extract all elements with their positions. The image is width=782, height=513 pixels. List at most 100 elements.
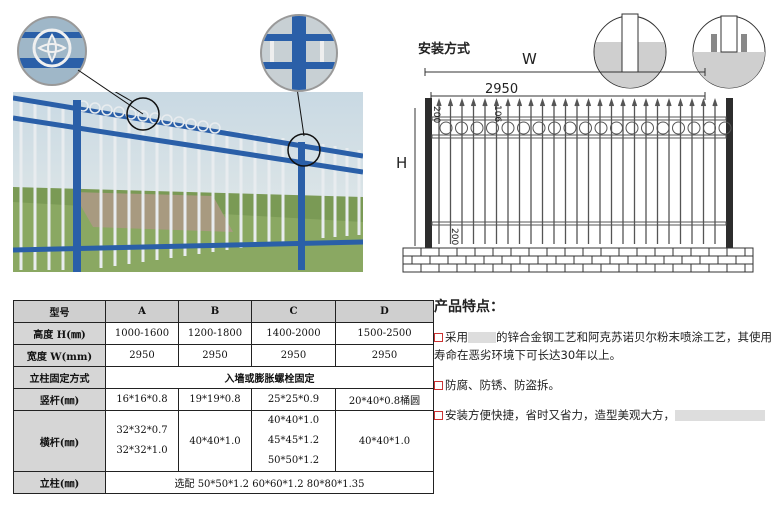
table-header-row: 型号 A B C D	[13, 300, 434, 323]
ring-ornament	[610, 121, 623, 135]
picket-tip	[631, 97, 638, 107]
brick	[438, 247, 458, 257]
brick	[510, 263, 530, 273]
picket-tip	[539, 97, 546, 107]
dim-2950: 2950	[485, 82, 519, 97]
brick	[429, 255, 449, 265]
picket-tip	[597, 97, 603, 107]
brick	[546, 247, 566, 257]
brick	[663, 255, 683, 265]
crossbar-a-line1: 32*32*0.7	[116, 425, 168, 436]
ring-ornament	[563, 121, 577, 135]
ring-ornament	[470, 121, 484, 135]
height-a: 1000-1600	[105, 322, 179, 345]
spec-table: 型号 A B C D 高度 H(㎜) 1000-1600 1200-1800 1…	[13, 300, 434, 494]
brick	[609, 255, 629, 265]
brick	[681, 255, 701, 265]
height-c: 1400-2000	[251, 322, 336, 345]
brick	[420, 263, 440, 273]
row-label-post: 立柱(㎜)	[13, 471, 106, 494]
picket-tip	[493, 97, 500, 107]
picket-tip	[516, 97, 523, 107]
brick	[672, 263, 692, 273]
embed-detail-circle	[593, 13, 667, 89]
brick	[573, 255, 593, 265]
vbar-a: 16*16*0.8	[105, 388, 179, 411]
feature-1: 采用的锌合金钢工艺和阿克苏诺贝尔粉末喷涂工艺，其使用寿命在恶劣环境下可长达30年…	[434, 328, 780, 364]
picket-tip	[470, 97, 477, 107]
brick	[654, 263, 674, 273]
dim-200-bottom: 200	[449, 228, 459, 246]
brick	[438, 263, 458, 273]
picket-tip	[505, 97, 511, 107]
feature-2: 防腐、防锈、防盗拆。	[434, 376, 780, 394]
brick	[582, 247, 602, 257]
table-row: 宽度 W(mm) 2950 2950 2950 2950	[13, 344, 434, 367]
header-c: C	[251, 300, 336, 323]
brick	[402, 247, 422, 257]
table-row: 竖杆(㎜) 16*16*0.8 19*19*0.8 25*25*0.9 20*4…	[13, 388, 434, 411]
crossbar-d: 40*40*1.0	[335, 410, 434, 472]
ring-ornament	[579, 121, 592, 135]
brick	[510, 247, 530, 257]
brick	[474, 263, 494, 273]
width-c: 2950	[251, 344, 336, 367]
brick	[411, 255, 431, 265]
ring-ornament	[656, 121, 670, 135]
fence-photo	[13, 92, 363, 272]
post-value: 选配 50*50*1.2 60*60*1.2 80*80*1.35	[105, 471, 434, 494]
picket-tip	[689, 97, 695, 107]
redacted-block	[468, 332, 496, 343]
table-row: 立柱(㎜) 选配 50*50*1.2 60*60*1.2 80*80*1.35	[13, 471, 434, 494]
header-model: 型号	[13, 300, 106, 323]
picket-tip	[620, 97, 626, 107]
ring-ornament	[532, 121, 546, 135]
picket-tip	[562, 97, 569, 107]
brick	[708, 247, 728, 257]
brick	[528, 263, 548, 273]
installation-diagram: 安装方式	[395, 6, 780, 276]
picket-tip	[666, 97, 672, 107]
ring-ornament	[486, 121, 499, 135]
width-b: 2950	[178, 344, 252, 367]
header-a: A	[105, 300, 179, 323]
ring-ornament	[703, 121, 716, 135]
brick	[618, 247, 638, 257]
crossbar-a: 32*32*0.7 32*32*1.0	[105, 410, 179, 472]
post-detail-thumb	[260, 14, 338, 92]
brick	[636, 263, 656, 273]
picket-tip	[643, 97, 649, 107]
row-label-height: 高度 H(㎜)	[13, 322, 106, 345]
height-d: 1500-2500	[335, 322, 434, 345]
crossbar-b: 40*40*1.0	[178, 410, 252, 472]
row-label-mounting: 立柱固定方式	[13, 366, 106, 389]
brick	[600, 247, 620, 257]
picket-tip	[447, 97, 454, 107]
ring-ornament	[439, 121, 453, 135]
brick	[501, 255, 521, 265]
crossbar-c-line2: 45*45*1.2	[267, 435, 320, 446]
height-b: 1200-1800	[178, 322, 252, 345]
h-label: H	[396, 154, 408, 172]
brick	[483, 255, 503, 265]
brick	[591, 255, 611, 265]
ring-ornament	[625, 121, 639, 135]
brick	[546, 263, 566, 273]
picket-tip	[574, 97, 580, 107]
feature-3-text: 安装方便快捷，省时又省力，造型美观大方，	[445, 408, 675, 422]
picket-tip	[528, 97, 534, 107]
brick	[555, 255, 575, 265]
brick	[537, 255, 557, 265]
feature-1-pre: 采用	[445, 330, 468, 344]
vbar-b: 19*19*0.8	[178, 388, 252, 411]
brick	[699, 255, 719, 265]
bolt-detail-circle	[692, 15, 766, 89]
brick	[726, 263, 746, 273]
ring-ornament	[455, 121, 468, 135]
install-title: 安装方式	[418, 42, 471, 57]
picket-tip	[482, 97, 488, 107]
table-row: 横杆(㎜) 32*32*0.7 32*32*1.0 40*40*1.0 40*4…	[13, 410, 434, 472]
header-d: D	[335, 300, 434, 323]
picket-tip	[712, 97, 718, 107]
mounting-value: 入墙或膨胀螺栓固定	[105, 366, 434, 389]
